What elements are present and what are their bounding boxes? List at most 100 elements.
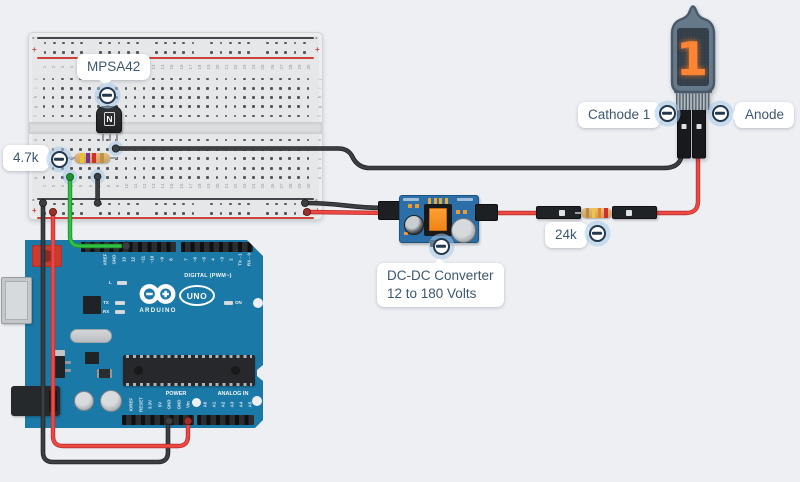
bb-hole [215, 105, 219, 109]
ground-wire-black[interactable] [41, 147, 684, 464]
cathode-connector-pin[interactable] [677, 107, 691, 159]
bb-hole [270, 166, 273, 170]
bb-hole [88, 114, 91, 118]
bb-rail-hole [228, 51, 232, 54]
bb-hole [69, 77, 73, 81]
power-wire-red[interactable] [51, 148, 700, 448]
bb-rail-hole [99, 211, 102, 215]
bb-rail-hole [108, 51, 112, 54]
bb-hole [306, 77, 310, 81]
bb-hole [97, 86, 100, 90]
bb-hole [124, 114, 128, 118]
bb-hole [142, 176, 146, 179]
bb-rail-sign: + [315, 44, 320, 54]
callout-anode-resistor: 24k [545, 222, 587, 249]
transistor-mpsa42[interactable]: N [96, 106, 122, 141]
anode-connector-pin[interactable] [692, 107, 706, 159]
input-capacitor [404, 215, 424, 235]
bb-hole [79, 86, 82, 90]
bb-hole [215, 176, 219, 179]
resistor-band-gold [100, 153, 104, 163]
power-header[interactable] [122, 415, 194, 425]
callout-base-resistor: 4.7k [3, 145, 49, 172]
bb-hole [88, 138, 91, 142]
bb-rail-hole [228, 211, 232, 215]
bb-hole [79, 166, 82, 170]
anode-marker-minus-icon[interactable] [711, 104, 729, 122]
led-on-label: ON [235, 300, 242, 305]
bb-hole [79, 148, 82, 151]
bb-hole [297, 86, 301, 90]
resistor-24k[interactable] [574, 208, 619, 218]
bb-rail-hole [191, 41, 195, 45]
callout-anode: Anode [735, 102, 795, 129]
bb-hole [133, 166, 137, 170]
bb-rail-hole [182, 41, 186, 45]
converter-output-connector[interactable] [475, 204, 498, 221]
bb-rail-hole [284, 202, 288, 206]
analog-header[interactable] [197, 415, 254, 425]
inline-connector[interactable] [612, 206, 657, 219]
cathode-marker-minus-icon[interactable] [658, 104, 676, 122]
resistor-4.7k[interactable] [67, 153, 117, 163]
black-wire-outline [40, 146, 685, 465]
transistor-marker-minus-icon[interactable] [98, 86, 116, 104]
resistor-band-red [92, 153, 96, 163]
bb-hole [151, 138, 155, 142]
bb-hole [88, 176, 91, 179]
bb-rail-hole [284, 51, 288, 54]
bb-hole [179, 114, 182, 118]
resistor-24k-marker-minus-icon[interactable] [588, 224, 606, 242]
resistor-band-red [604, 208, 608, 218]
bb-hole [297, 138, 301, 142]
led-rx [115, 310, 125, 315]
bb-hole [279, 114, 282, 118]
mounting-hole [253, 298, 263, 308]
bb-hole [206, 114, 210, 118]
digital-header-right[interactable] [181, 241, 253, 252]
bb-hole [306, 86, 310, 90]
signal-wire-green[interactable] [68, 175, 123, 248]
bb-hole [270, 176, 273, 179]
bb-rail-hole [154, 211, 158, 215]
uno-model-text: UNO [186, 290, 208, 301]
bb-hole [288, 105, 292, 109]
bb-hole [206, 176, 210, 179]
bb-hole [179, 166, 182, 170]
bb-rail-hole [275, 202, 278, 206]
bb-hole [242, 77, 246, 81]
bb-hole [133, 138, 137, 142]
bb-hole [88, 148, 91, 151]
bb-hole [188, 114, 191, 118]
bb-hole [179, 96, 182, 99]
bb-hole [69, 114, 73, 118]
bb-hole [88, 86, 91, 90]
bb-hole [261, 157, 264, 161]
bb-hole [224, 166, 228, 170]
bb-rail-hole [247, 211, 250, 215]
led-on [224, 301, 233, 306]
callout-transistor: MPSA42 [77, 54, 151, 81]
bb-hole [151, 166, 155, 170]
uno-model-badge: UNO [179, 285, 215, 306]
bb-rail-hole [126, 51, 130, 54]
nixie-tube[interactable]: 1 [655, 3, 737, 163]
resistor-4.7k-marker-minus-icon[interactable] [50, 150, 68, 168]
bb-hole [197, 176, 201, 179]
converter-marker-minus-icon[interactable] [432, 237, 450, 255]
bb-rail-hole [219, 41, 223, 45]
led-tx-label: TX [103, 300, 109, 305]
arduino-uno-board[interactable]: DIGITAL (PWM~) L TX RX ARDUINO UNO ON [25, 240, 263, 428]
bb-hole [151, 157, 155, 161]
usb-connector [1, 277, 32, 324]
bb-hole [251, 86, 255, 90]
bb-rail-hole [136, 211, 139, 215]
silkscreen-text [403, 198, 419, 201]
bb-hole [60, 96, 64, 99]
bb-hole [251, 176, 255, 179]
arduino-infinity-logo-icon [139, 284, 176, 304]
bb-rail-hole [266, 41, 269, 45]
regulator-tab [52, 350, 65, 356]
bb-hole [215, 77, 219, 81]
